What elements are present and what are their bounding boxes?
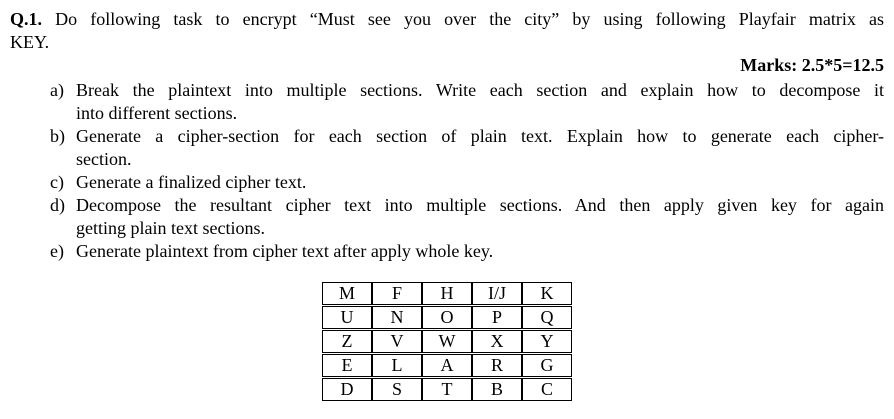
list-item-e: e) Generate plaintext from cipher text a… [10, 240, 884, 263]
matrix-cell: N [372, 306, 422, 329]
question-line-2: KEY. [10, 32, 50, 52]
matrix-row: D S T B C [322, 378, 572, 401]
matrix-cell: Z [322, 330, 372, 353]
item-line: Generate plaintext from cipher text afte… [76, 241, 494, 261]
item-marker: a) [50, 80, 64, 100]
matrix-row: U N O P Q [322, 306, 572, 329]
matrix-cell: D [322, 378, 372, 401]
matrix-cell: F [372, 282, 422, 305]
question-paragraph: Q.1. Do following task to encrypt “Must … [10, 8, 884, 54]
matrix-cell: K [522, 282, 572, 305]
matrix-cell: W [422, 330, 472, 353]
matrix-cell: R [472, 354, 522, 377]
question-number: Q.1. [10, 9, 43, 29]
task-list: a) Break the plaintext into multiple sec… [10, 79, 884, 263]
matrix-row: Z V W X Y [322, 330, 572, 353]
matrix-cell: G [522, 354, 572, 377]
item-line: Generate a finalized cipher text. [76, 172, 307, 192]
list-item-c: c) Generate a finalized cipher text. [10, 171, 884, 194]
matrix-cell: E [322, 354, 372, 377]
item-text: Break the plaintext into multiple sectio… [76, 79, 884, 125]
playfair-matrix-table: M F H I/J K U N O P Q Z V W X Y E [322, 281, 572, 402]
matrix-cell: M [322, 282, 372, 305]
item-marker: e) [50, 241, 64, 261]
list-item-a: a) Break the plaintext into multiple sec… [10, 79, 884, 125]
list-item-d: d) Decompose the resultant cipher text i… [10, 194, 884, 240]
matrix-cell: Y [522, 330, 572, 353]
matrix-cell: Q [522, 306, 572, 329]
item-line: Decompose the resultant cipher text into… [76, 195, 884, 215]
item-marker: c) [50, 172, 64, 192]
matrix-cell: L [372, 354, 422, 377]
matrix-cell: A [422, 354, 472, 377]
question-line-1: Q.1. Do following task to encrypt “Must … [10, 8, 884, 31]
item-text: Generate a cipher-section for each secti… [76, 125, 884, 171]
matrix-cell: C [522, 378, 572, 401]
list-item-b: b) Generate a cipher-section for each se… [10, 125, 884, 171]
item-text: Decompose the resultant cipher text into… [76, 194, 884, 240]
matrix-cell: H [422, 282, 472, 305]
matrix-cell: S [372, 378, 422, 401]
item-marker: b) [50, 126, 65, 146]
matrix-cell: I/J [472, 282, 522, 305]
item-text: Generate plaintext from cipher text afte… [76, 240, 884, 263]
item-line: into different sections. [76, 103, 238, 123]
matrix-cell: T [422, 378, 472, 401]
item-line: Generate a cipher-section for each secti… [76, 126, 884, 146]
matrix-cell: X [472, 330, 522, 353]
matrix-cell: B [472, 378, 522, 401]
item-marker: d) [50, 195, 65, 215]
matrix-cell: V [372, 330, 422, 353]
matrix-cell: U [322, 306, 372, 329]
item-line: section. [76, 149, 132, 169]
marks-label: Marks: 2.5*5=12.5 [740, 55, 884, 75]
matrix-row: E L A R G [322, 354, 572, 377]
item-line: getting plain text sections. [76, 218, 265, 238]
question-line-1-text: Do following task to encrypt “Must see y… [55, 9, 884, 29]
item-text: Generate a finalized cipher text. [76, 171, 884, 194]
matrix-cell: O [422, 306, 472, 329]
matrix-cell: P [472, 306, 522, 329]
document-page: Q.1. Do following task to encrypt “Must … [10, 8, 884, 402]
matrix-row: M F H I/J K [322, 282, 572, 305]
item-line: Break the plaintext into multiple sectio… [76, 80, 884, 100]
